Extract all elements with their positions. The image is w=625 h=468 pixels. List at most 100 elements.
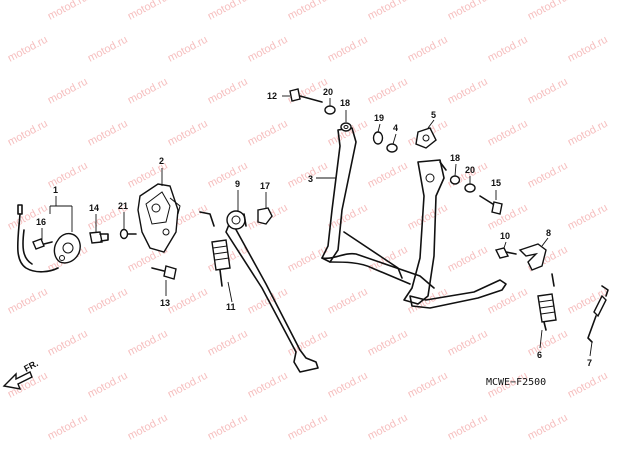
- callout-8: 8: [546, 228, 551, 238]
- watermark-text: motod.ru: [86, 286, 130, 317]
- watermark-text: motod.ru: [326, 118, 370, 149]
- callout-9: 9: [235, 179, 240, 189]
- callout-14: 14: [89, 203, 99, 213]
- watermark-text: motod.ru: [566, 34, 610, 65]
- leader-lines: [41, 95, 593, 357]
- watermark-text: motod.ru: [206, 412, 250, 443]
- callout-3: 3: [308, 174, 313, 184]
- watermark-text: motod.ru: [126, 412, 170, 443]
- watermark-text: motod.ru: [246, 286, 290, 317]
- watermark-text: motod.ru: [206, 0, 250, 23]
- watermark-text: motod.ru: [486, 118, 530, 149]
- washer-21: [119, 228, 137, 240]
- callout-21: 21: [118, 201, 128, 211]
- collar-5: [415, 127, 437, 149]
- watermark-text: motod.ru: [6, 118, 50, 149]
- callout-16: 16: [36, 217, 46, 227]
- callout-11: 11: [226, 302, 236, 312]
- callout-19: 19: [374, 113, 384, 123]
- spring-bracket-8: [518, 243, 547, 271]
- watermark-text: motod.ru: [126, 328, 170, 359]
- watermark-text: motod.ru: [46, 412, 90, 443]
- watermark-text: motod.ru: [486, 202, 530, 233]
- callout-6: 6: [537, 350, 542, 360]
- callout-20a: 20: [323, 87, 333, 97]
- callout-18b: 18: [450, 153, 460, 163]
- watermark-text: motod.ru: [46, 0, 90, 23]
- washers-upper-left: [324, 105, 352, 132]
- watermark-text: motod.ru: [406, 370, 450, 401]
- collar-14: [89, 231, 109, 244]
- spring-7: [587, 285, 609, 343]
- watermark-text: motod.ru: [126, 76, 170, 107]
- callout-2: 2: [159, 156, 164, 166]
- washers-19-4: [372, 131, 398, 153]
- side-stand-assembly: [199, 210, 319, 373]
- watermark-text: motod.ru: [446, 244, 490, 275]
- watermark-text: motod.ru: [46, 328, 90, 359]
- bolt-12: [289, 88, 323, 103]
- front-arrow-icon: [2, 371, 33, 390]
- bolt-15: [479, 195, 503, 215]
- watermark-text: motod.ru: [86, 34, 130, 65]
- watermark-text: motod.ru: [406, 286, 450, 317]
- callout-15: 15: [491, 178, 501, 188]
- watermark-text: motod.ru: [286, 412, 330, 443]
- callout-12: 12: [267, 91, 277, 101]
- watermark-text: motod.ru: [366, 160, 410, 191]
- callout-20b: 20: [465, 165, 475, 175]
- watermark-text: motod.ru: [86, 118, 130, 149]
- callout-10: 10: [500, 231, 510, 241]
- watermark-text: motod.ru: [326, 286, 370, 317]
- watermark-text: motod.ru: [566, 370, 610, 401]
- watermark-text: motod.ru: [486, 34, 530, 65]
- watermark-text: motod.ru: [446, 328, 490, 359]
- watermark-text: motod.ru: [526, 160, 570, 191]
- watermark-text: motod.ru: [166, 118, 210, 149]
- side-stand-switch: [16, 204, 81, 273]
- watermark-text: motod.ru: [246, 370, 290, 401]
- watermark-text: motod.ru: [206, 160, 250, 191]
- watermark-text: motod.ru: [526, 328, 570, 359]
- watermark-text: motod.ru: [206, 328, 250, 359]
- watermark-text: motod.ru: [406, 34, 450, 65]
- spring-6: [537, 273, 557, 331]
- watermark-text: motod.ru: [366, 328, 410, 359]
- watermark-text: motod.ru: [166, 370, 210, 401]
- watermark-text: motod.ru: [446, 0, 490, 23]
- bolt-16: [32, 238, 53, 250]
- watermark-text: motod.ru: [6, 286, 50, 317]
- callouts: 1 2 3 4 5 6 7 8 9 10 11 12 13 14 15 16 1…: [36, 87, 592, 368]
- callout-7: 7: [587, 358, 592, 368]
- watermark-text: motod.ru: [566, 118, 610, 149]
- bolt-13: [151, 265, 177, 280]
- watermark-text: motod.ru: [246, 34, 290, 65]
- diagram-code: MCWE−F2500: [486, 377, 546, 388]
- watermark-text: motod.ru: [366, 412, 410, 443]
- watermark-text: motod.ru: [46, 76, 90, 107]
- watermark-text: motod.ru: [206, 76, 250, 107]
- watermark-text: motod.ru: [326, 370, 370, 401]
- bolt-10: [494, 247, 517, 259]
- watermark-text: motod.ru: [246, 118, 290, 149]
- nut-17: [257, 207, 273, 225]
- front-label: FR.: [22, 358, 39, 374]
- callout-4: 4: [393, 123, 398, 133]
- callout-1: 1: [53, 185, 58, 195]
- watermark-text: motod.ru: [526, 76, 570, 107]
- watermark-text: motod.ru: [526, 412, 570, 443]
- side-stand-bracket: [137, 183, 181, 253]
- watermark-text: motod.ru: [366, 0, 410, 23]
- callout-17: 17: [260, 181, 270, 191]
- watermark-text: motod.ru: [6, 34, 50, 65]
- watermark-text: motod.ru: [446, 76, 490, 107]
- watermark-text: motod.ru: [166, 286, 210, 317]
- watermark-text: motod.ru: [486, 286, 530, 317]
- watermark-text: motod.ru: [566, 202, 610, 233]
- watermark-text: motod.ru: [286, 0, 330, 23]
- callout-13: 13: [160, 298, 170, 308]
- callout-18a: 18: [340, 98, 350, 108]
- watermark-text: motod.ru: [126, 0, 170, 23]
- watermark-text: motod.ru: [526, 0, 570, 23]
- watermark-text: motod.ru: [446, 412, 490, 443]
